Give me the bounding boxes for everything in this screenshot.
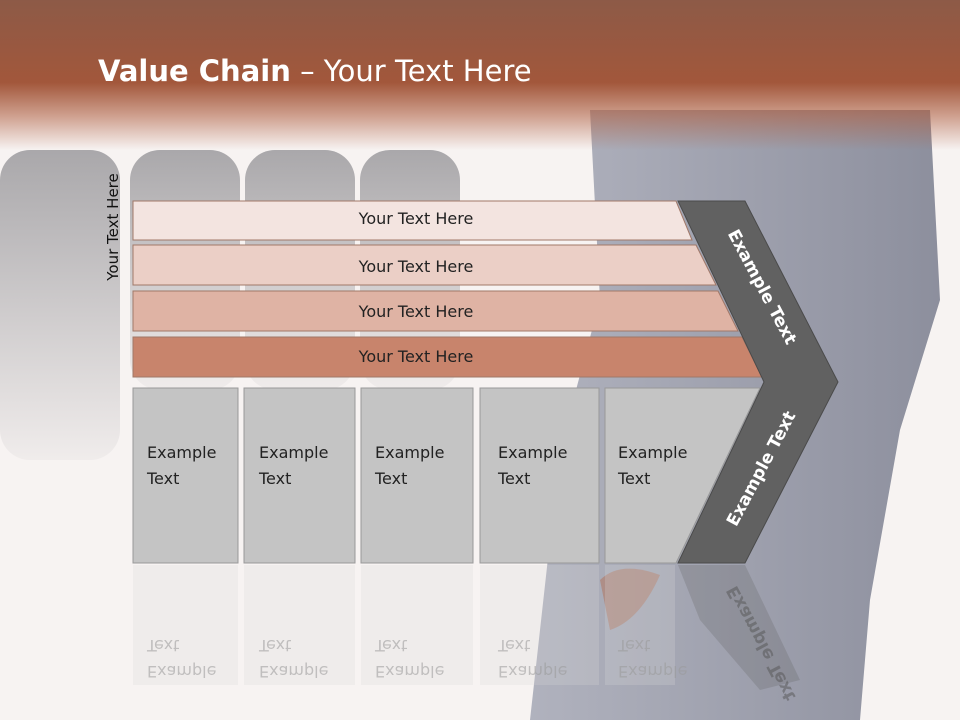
box-2-shape: [243, 387, 356, 564]
box-3-shape: [360, 387, 474, 564]
band-2-label: Your Text Here: [358, 257, 474, 276]
chevron-shape: [677, 200, 839, 564]
header-band: [0, 0, 960, 150]
title-bold-part: Value Chain: [98, 54, 291, 88]
box-5-shape: [604, 387, 761, 564]
band-3-shape: [132, 290, 739, 332]
band-3-label: Your Text Here: [358, 302, 474, 321]
slide-title: Value Chain – Your Text Here: [98, 54, 532, 88]
band-1-shape: [132, 200, 693, 241]
band-2-shape: [132, 244, 717, 286]
box-1-shape: [132, 387, 239, 564]
title-rest-part: – Your Text Here: [290, 54, 532, 88]
band-4-label: Your Text Here: [358, 347, 474, 366]
band-1-label: Your Text Here: [358, 209, 474, 228]
box-4-shape: [479, 387, 600, 564]
